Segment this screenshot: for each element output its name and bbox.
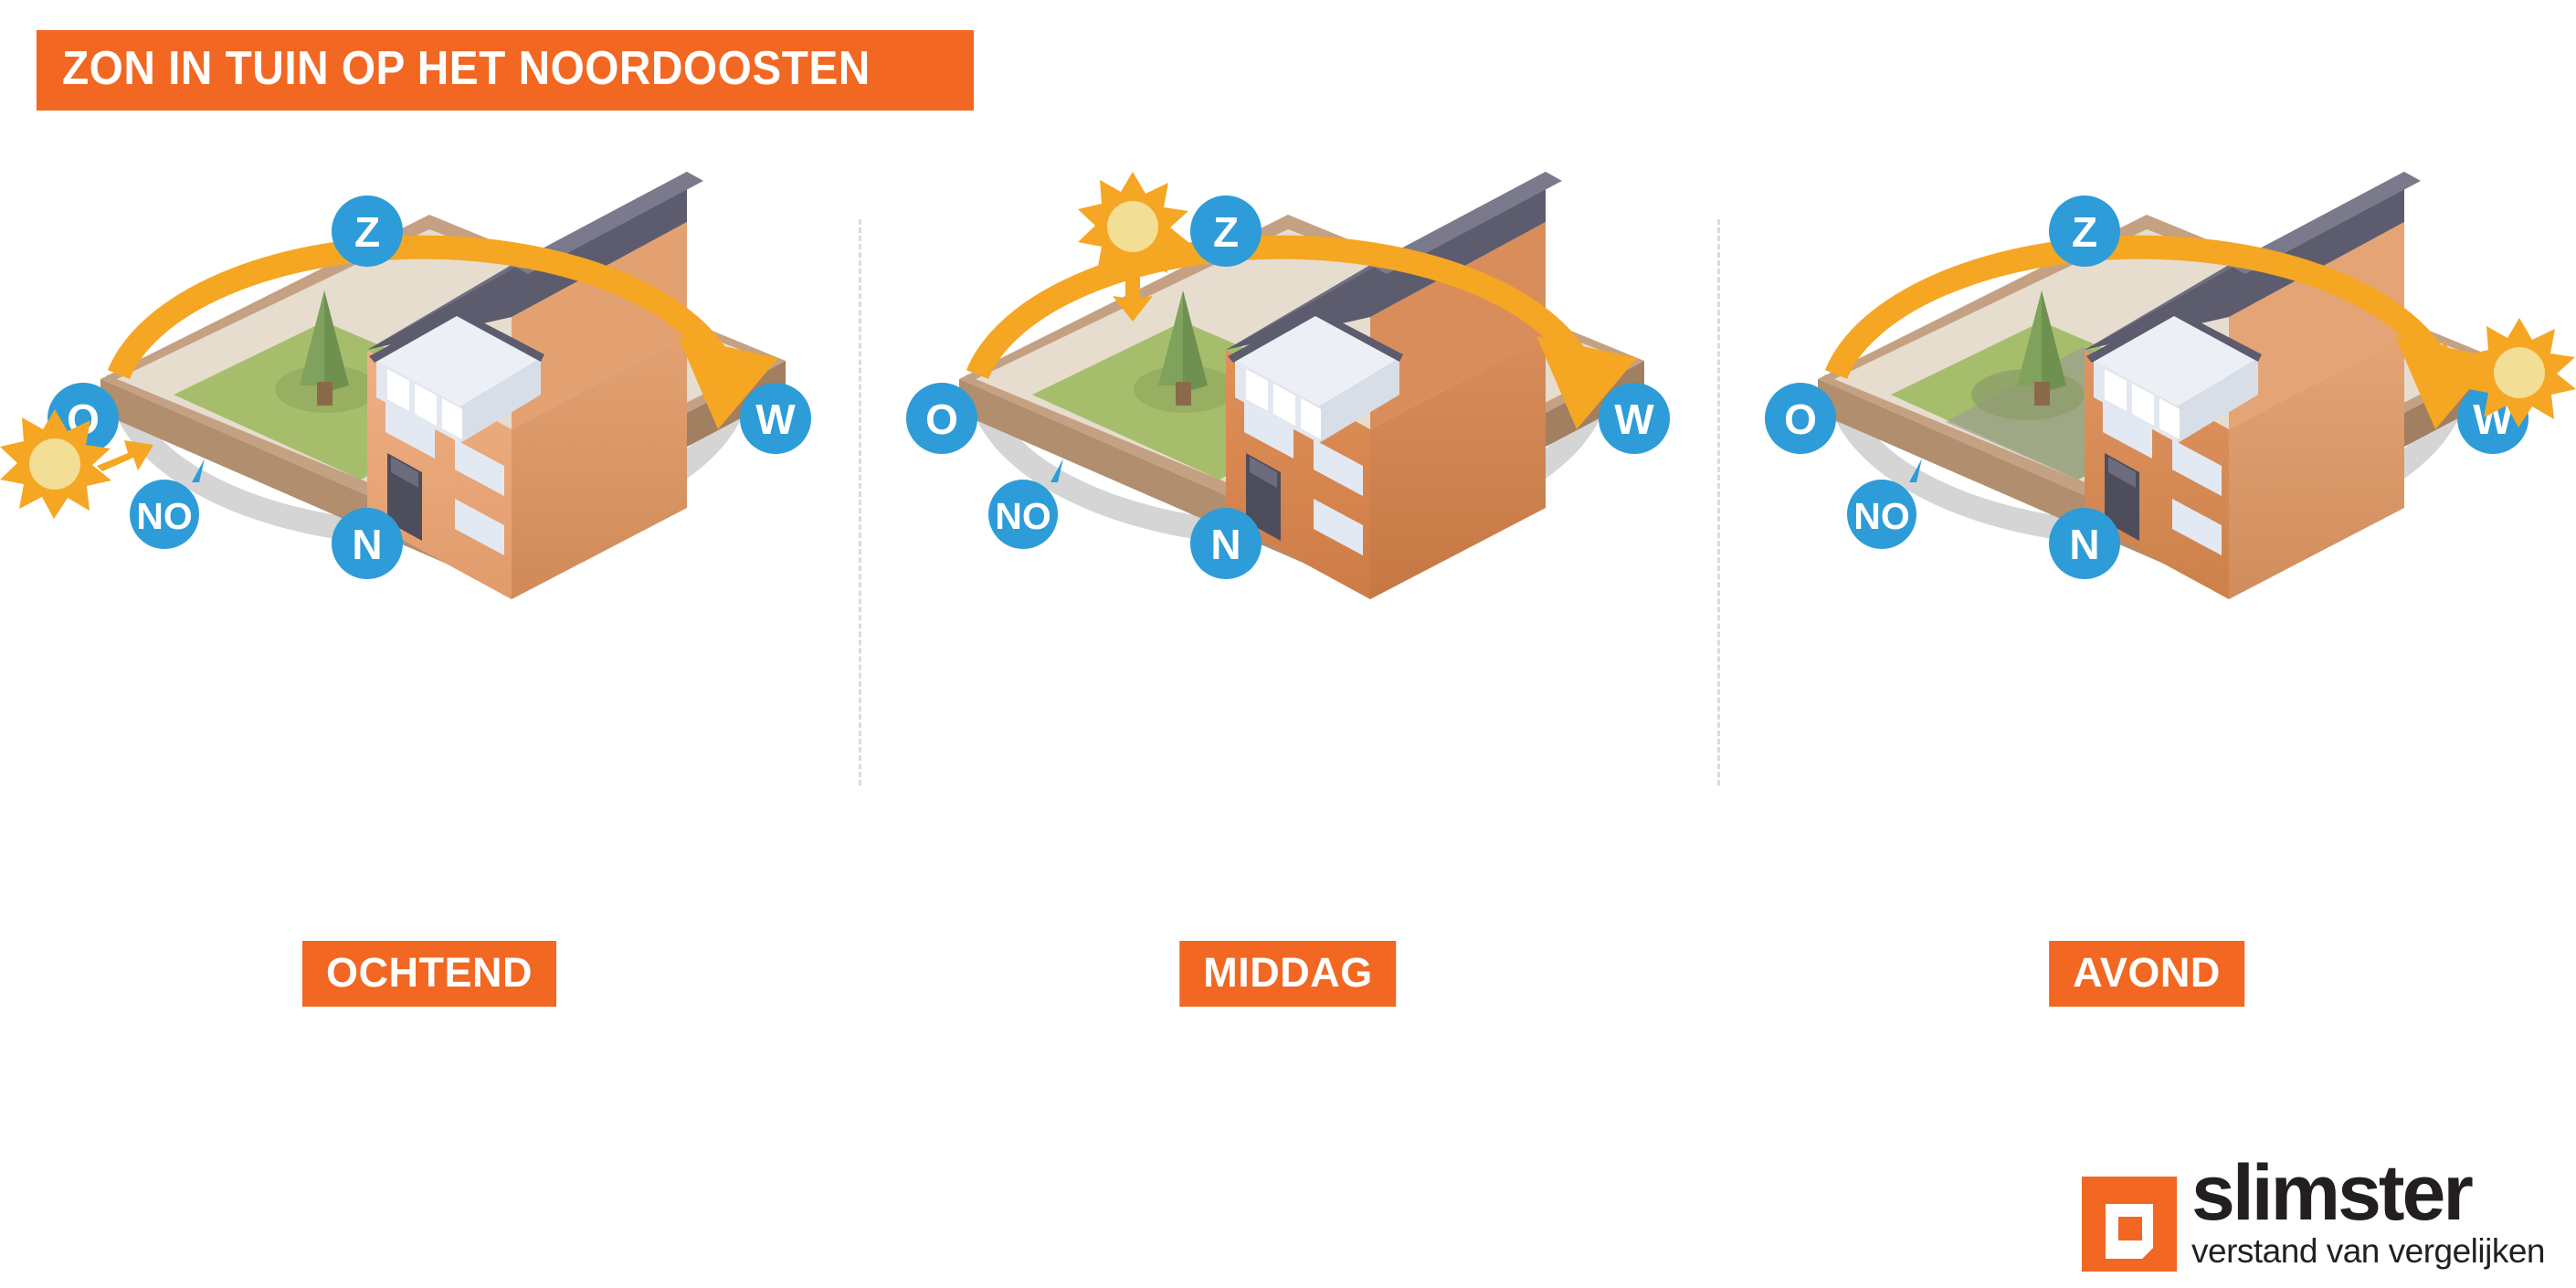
compass-badge-south[interactable]: Z	[1190, 195, 1262, 267]
compass-badge-north[interactable]: N	[2049, 508, 2120, 579]
compass-label-east: O	[1784, 396, 1817, 443]
logo-wordmark: slimster	[2191, 1148, 2474, 1237]
sun-icon	[0, 409, 111, 519]
sun-icon	[2465, 318, 2576, 428]
compass-label-north: N	[1210, 521, 1240, 568]
scene-middag: Z O W N NO	[859, 128, 1717, 886]
time-label-text: AVOND	[2073, 949, 2221, 996]
logo-text-block: slimster verstand van vergelijken	[2191, 1148, 2546, 1272]
compass-badge-east[interactable]: O	[1765, 383, 1836, 454]
logo-tagline: verstand van vergelijken	[2191, 1232, 2546, 1270]
compass-badge-west[interactable]: W	[1599, 383, 1670, 454]
panel-ochtend: Z O W N NO	[0, 128, 859, 1096]
speech-bubble-square-icon	[2082, 1177, 2177, 1272]
arrow-left-icon	[2419, 343, 2474, 375]
compass-badge-northeast[interactable]: NO	[1847, 459, 1922, 549]
compass-badge-northeast[interactable]: NO	[988, 459, 1063, 549]
time-label-text: OCHTEND	[326, 949, 533, 996]
compass-label-west: W	[1614, 396, 1654, 443]
arrow-down-icon	[1113, 270, 1153, 322]
compass-badge-east[interactable]: O	[906, 383, 977, 454]
compass-label-east: O	[925, 396, 958, 443]
time-label-ochtend: OCHTEND	[302, 941, 556, 1007]
panel-divider-1	[859, 219, 861, 786]
page-title-bar: ZON IN TUIN OP HET NOORDOOSTEN	[37, 30, 974, 111]
compass-label-north: N	[2069, 521, 2099, 568]
arrow-up-right-icon	[97, 440, 153, 471]
compass-label-north: N	[352, 521, 382, 568]
house-ochtend	[367, 172, 703, 599]
page-title: ZON IN TUIN OP HET NOORDOOSTEN	[62, 42, 871, 95]
compass-badge-north[interactable]: N	[1190, 508, 1262, 579]
brand-logo[interactable]: slimster verstand van vergelijken	[2082, 1148, 2546, 1272]
compass-badge-north[interactable]: N	[332, 508, 403, 579]
time-label-middag: MIDDAG	[1179, 941, 1397, 1007]
compass-badge-south[interactable]: Z	[332, 195, 403, 267]
compass-label-northeast: NO	[995, 495, 1051, 537]
scene-avond: Z O W N NO	[1717, 128, 2576, 886]
compass-label-northeast: NO	[1853, 495, 1910, 537]
compass-label-west: W	[755, 396, 796, 443]
panels-container: Z O W N NO	[0, 128, 2576, 1096]
compass-label-south: Z	[354, 208, 380, 256]
compass-label-northeast: NO	[136, 495, 193, 537]
compass-label-south: Z	[2072, 208, 2097, 256]
scene-ochtend: Z O W N NO	[0, 128, 859, 886]
compass-badge-south[interactable]: Z	[2049, 195, 2120, 267]
sun-path-arc-orange	[966, 235, 1637, 429]
time-label-avond: AVOND	[2049, 941, 2244, 1007]
panel-divider-2	[1717, 219, 1720, 786]
compass-badge-west[interactable]: W	[740, 383, 811, 454]
panel-avond: Z O W N NO	[1717, 128, 2576, 1096]
sun-icon	[1078, 172, 1189, 281]
house-middag	[1226, 172, 1562, 599]
compass-badge-northeast[interactable]: NO	[130, 459, 205, 549]
sun-path-arc-orange	[107, 235, 778, 429]
time-label-text: MIDDAG	[1203, 949, 1373, 996]
panel-middag: Z O W N NO	[859, 128, 1717, 1096]
compass-label-south: Z	[1213, 208, 1239, 256]
